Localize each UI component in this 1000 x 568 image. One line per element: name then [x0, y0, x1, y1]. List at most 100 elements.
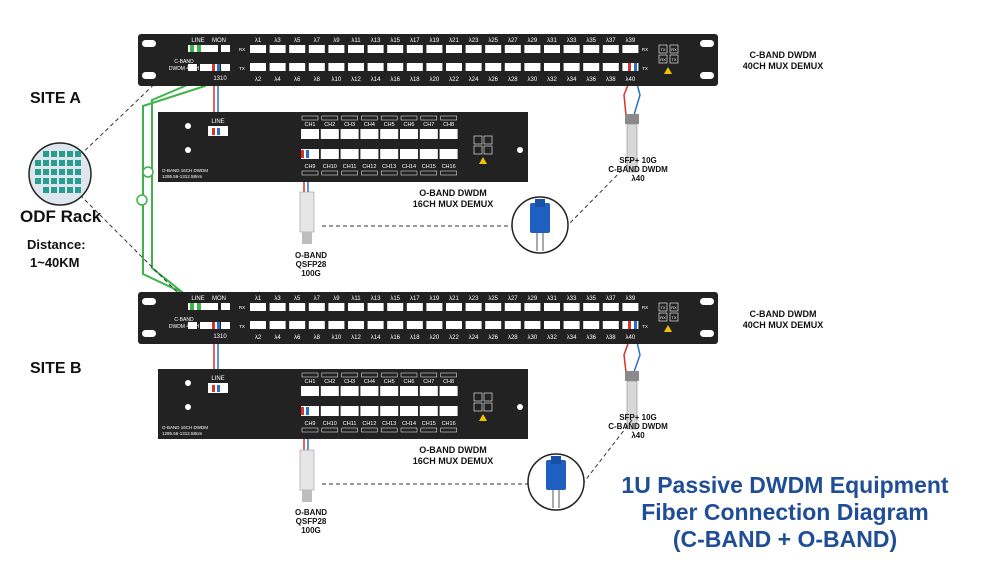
oband-site-b-ch-port-top: [340, 386, 359, 396]
cband-site-b-front-label-1: C-BAND: [174, 317, 194, 323]
cband-site-b-channel-label-bottom: λ8: [314, 335, 321, 341]
oband-site-b-ch-tag-bottom: [321, 427, 339, 433]
cband-site-b-channel-label-top: λ19: [430, 296, 440, 302]
oband-site-b-ch-tag-top: [400, 372, 418, 378]
cband-site-b-channel-port-bottom: [406, 321, 423, 329]
oband-site-a-ch-tag-bottom: [301, 170, 319, 176]
oband-site-b-txrx-box: [473, 402, 483, 412]
qsfp-site-b-qsfp-body: [299, 449, 315, 491]
cband-site-b-channel-label-top: λ21: [449, 296, 459, 302]
cband-site-b-channel-label-bottom: λ4: [274, 335, 281, 341]
cband-site-b-channel-label-top: λ5: [294, 296, 301, 302]
oband-site-a-ch-label-top: CH6: [403, 122, 414, 128]
cband-site-b-channel-label-bottom: λ26: [488, 335, 498, 341]
oband-b-name-line1: O-BAND DWDM: [419, 445, 487, 455]
cband-site-a-channel-label-bottom: λ2: [255, 77, 262, 83]
odf-adapter-port: [51, 187, 57, 193]
qsfp-b-line3: 100G: [301, 526, 321, 535]
cband-site-b-channel-port-bottom: [465, 321, 482, 329]
cband-site-a-channel-port-bottom: [406, 63, 423, 71]
cband-site-a-channel-label-top: λ15: [390, 38, 400, 44]
cband-site-b-channel-port-top: [250, 303, 266, 311]
cband-site-a-bottom-sys-port: [188, 64, 197, 71]
oband-site-a-ch-port-bottom: [360, 149, 379, 159]
cband-site-b-channel-port-bottom: [387, 321, 404, 329]
cband-site-a-1310-plug-red: [212, 64, 215, 71]
cband-site-b-channel-port-top: [504, 303, 521, 311]
oband-site-a-ch-port-bottom: [301, 149, 319, 159]
odf-rack-label: ODF Rack: [20, 207, 102, 226]
cband-site-a-channel-port-top: [269, 45, 286, 53]
cband-site-a-channel-port-bottom: [387, 63, 404, 71]
cband-site-a-port-line-label: LINE: [191, 38, 204, 44]
oband-site-b-ch9-plug-red: [301, 407, 304, 415]
cband-site-a-channel-label-bottom: λ22: [449, 77, 459, 83]
oband-site-b-line-plug-red: [212, 385, 215, 392]
cband-site-b-channel-label-top: λ1: [255, 296, 262, 302]
cband-site-a-channel-label-top: λ35: [586, 38, 596, 44]
cband-site-b-channel-port-bottom: [524, 321, 541, 329]
cband-site-a-channel-port-top: [328, 45, 345, 53]
cband-site-a-channel-port-bottom: [426, 63, 443, 71]
cband-site-b-channel-port-top: [269, 303, 286, 311]
cband-site-a-channel-label-top: λ23: [469, 38, 479, 44]
cband-site-a-channel-label-bottom: λ26: [488, 77, 498, 83]
oband-site-a-ch-tag-bottom: [341, 170, 358, 176]
cband-site-a-ear-hole: [142, 72, 156, 79]
oband-site-b-ch-label-bottom: CH13: [382, 421, 396, 427]
cband-site-a-ch-tx-label: TX: [642, 66, 648, 71]
cband-site-a-channel-label-bottom: λ16: [390, 77, 400, 83]
oband-site-b-ch-port-top: [419, 386, 438, 396]
cband-site-b-txrx-box: [658, 312, 668, 322]
oband-site-b-line-plug-blue: [217, 385, 220, 392]
cband-site-b-channel-port-top: [622, 303, 639, 311]
cband-site-b-channel-label-top: λ31: [547, 296, 557, 302]
oband-site-b-screw: [517, 404, 523, 410]
cband-site-a-channel-port-top: [406, 45, 423, 53]
lc-callout-a-lc-body: [530, 203, 550, 233]
odf-link-a: [74, 49, 191, 161]
oband-site-b-ch-port-bottom: [400, 406, 418, 416]
oband-site-a-ch-label-top: CH4: [364, 122, 375, 128]
cband-site-a-txrx-box: [658, 54, 668, 64]
oband-site-a-chassis: [158, 112, 528, 182]
cband-site-a-port-mon-label: MON: [212, 38, 226, 44]
oband-site-b-ch-label-top: CH2: [324, 379, 335, 385]
oband-site-a-ch-port-bottom: [439, 149, 458, 159]
cband-b-name-line1: C-BAND DWDM: [749, 309, 817, 319]
oband-site-b-ch-tag-top: [341, 372, 358, 378]
sfp-a-line2: C-BAND DWDM: [608, 165, 668, 174]
oband-site-b-ch-tag-top: [321, 372, 339, 378]
oband-site-a-ch-tag-top: [301, 115, 319, 121]
cband-site-a-channel-label-bottom: λ30: [528, 77, 538, 83]
cband-site-b-channel-label-bottom: λ38: [606, 335, 616, 341]
cband-site-b-channel-label-top: λ35: [586, 296, 596, 302]
sfp-site-b-sfp-latch: [625, 371, 639, 381]
oband-site-a-ch-tag-bottom: [420, 170, 438, 176]
odf-adapter-port: [35, 178, 41, 184]
odf-adapter-port: [75, 160, 81, 166]
oband-site-b-ch-label-bottom: CH16: [442, 421, 456, 427]
oband-site-b-ch-label-bottom: CH15: [422, 421, 436, 427]
cband-site-b-port-mon-label: MON: [212, 296, 226, 302]
cband-site-a-lambda40-plug-red: [628, 63, 631, 71]
cband-site-a-channel-label-bottom: λ12: [351, 77, 361, 83]
cband-site-a-channel-label-top: λ1: [255, 38, 262, 44]
oband-site-a-ch-tag-top: [420, 115, 438, 121]
oband-site-a-ch-tag-top: [361, 115, 378, 121]
oband-site-a-screw: [185, 123, 191, 129]
title-line1: 1U Passive DWDM Equipment: [621, 472, 949, 498]
cband-site-b-channel-port-bottom: [289, 321, 306, 329]
odf-adapter-port: [59, 160, 65, 166]
odf-adapter-port: [43, 187, 49, 193]
cband-site-a-channel-port-bottom: [328, 63, 345, 71]
oband-site-b-screw: [185, 404, 191, 410]
cband-site-b-port-line-label: LINE: [191, 296, 204, 302]
cband-site-a-front-label-2: DWDM 40CH: [169, 66, 200, 72]
cband-site-a-channel-label-top: λ27: [508, 38, 518, 44]
oband-site-b-front-label-2: 1295.56-1312.58nm: [162, 431, 203, 436]
oband-site-a-ch-port-top: [400, 129, 418, 139]
cband-site-a-channel-port-top: [622, 45, 639, 53]
oband-site-a-ch9-plug-red: [301, 150, 304, 158]
